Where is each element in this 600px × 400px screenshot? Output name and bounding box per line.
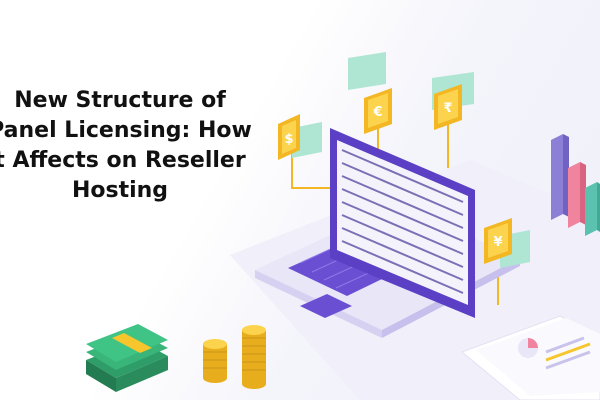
trackpad <box>300 294 352 318</box>
laptop-screen <box>337 140 468 305</box>
screen-table-rows <box>341 149 464 294</box>
headline-line-1: New Structure of <box>14 88 226 113</box>
euro-icon: € <box>372 105 382 120</box>
dollar-badge: $ <box>278 114 300 160</box>
article-headline: New Structure of Panel Licensing: How t … <box>0 86 280 206</box>
rupee-icon: ₹ <box>443 101 452 116</box>
report-papers <box>461 315 600 400</box>
headline-line-3: t Affects on Reseller <box>0 148 246 173</box>
headline-line-2: Panel Licensing: How <box>0 118 252 143</box>
euro-badge: € <box>364 88 392 134</box>
headline-line-4: Hosting <box>71 178 169 203</box>
banknote-band <box>112 333 152 353</box>
bar-chart-decoration <box>551 134 600 236</box>
yen-badge: ¥ <box>484 218 512 264</box>
yen-icon: ¥ <box>493 235 502 250</box>
rupee-badge: ₹ <box>434 84 462 130</box>
coin-stacks <box>203 325 266 389</box>
dollar-icon: $ <box>284 132 293 147</box>
banknote-stack <box>86 324 168 392</box>
